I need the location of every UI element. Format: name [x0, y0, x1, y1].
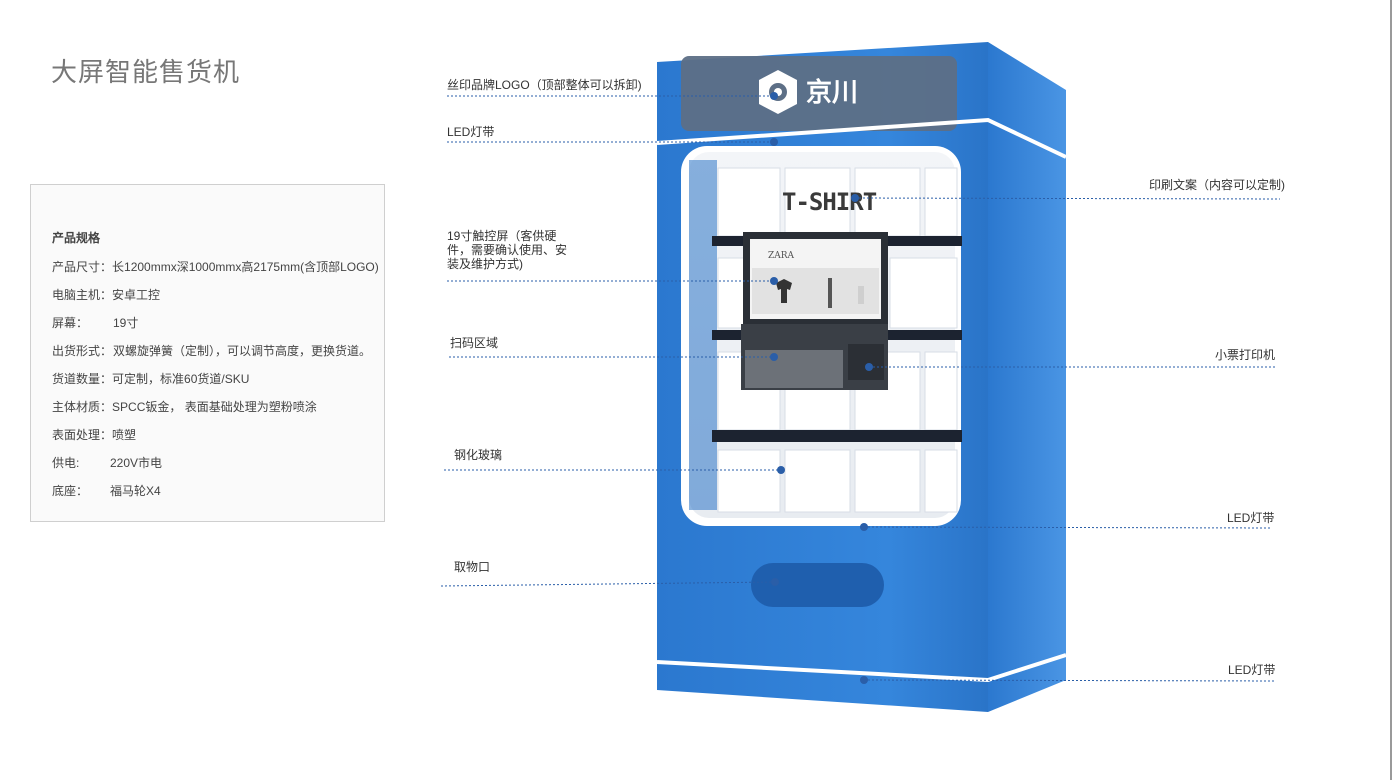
spec-value: 双螺旋弹簧（定制），可以调节高度，更换货道。 [113, 344, 372, 358]
spec-row-screen: 屏幕： 19寸 [52, 314, 138, 331]
spec-row-power: 供电: 220V市电 [52, 454, 162, 471]
callout-led-top: LED灯带 [447, 125, 495, 139]
pickup-port [751, 563, 884, 607]
callout-glass: 钢化玻璃 [454, 448, 503, 462]
callout-print: 印刷文案（内容可以定制) [1149, 178, 1285, 192]
page-title: 大屏智能售货机 [51, 57, 241, 87]
callout-touch-screen: 19寸触控屏（客供硬件，需要确认使用、安装及维护方式) [447, 229, 568, 271]
spec-row-slots: 货道数量：可定制，标准60货道/SKU [52, 370, 249, 387]
page-edge-divider [1390, 0, 1392, 780]
spec-label: 底座： [52, 484, 89, 498]
spec-label: 出货形式： [52, 344, 113, 358]
receipt-printer [848, 344, 884, 380]
spec-label: 主体材质： [52, 400, 113, 414]
callout-led-bottom: LED灯带 [1228, 663, 1276, 677]
spec-row-finish: 表面处理：喷塑 [52, 426, 136, 443]
spec-row-base: 底座： 福马轮X4 [52, 482, 161, 499]
spec-value: 220V市电 [110, 456, 163, 470]
spec-row-size: 产品尺寸：长1200mmx深1000mmx高2175mm(含顶部LOGO) [52, 258, 379, 275]
spec-row-dispense: 出货形式：双螺旋弹簧（定制），可以调节高度，更换货道。 [52, 342, 371, 359]
callout-logo: 丝印品牌LOGO（顶部整体可以拆卸) [447, 78, 642, 92]
spec-value: 可定制，标准60货道/SKU [112, 372, 250, 386]
spec-value: 喷塑 [112, 428, 137, 442]
led-strip-top [656, 117, 1067, 159]
callout-scan: 扫码区域 [450, 336, 499, 350]
spec-panel: 产品规格 产品尺寸：长1200mmx深1000mmx高2175mm(含顶部LOG… [30, 184, 385, 522]
spec-label: 货道数量： [52, 372, 113, 386]
spec-row-material: 主体材质：SPCC钣金， 表面基础处理为塑粉喷涂 [52, 398, 317, 415]
spec-value: 19寸 [113, 316, 139, 330]
spec-heading: 产品规格 [52, 231, 101, 245]
spec-label: 电脑主机： [52, 288, 113, 302]
brand-name: 京川 [806, 77, 858, 108]
spec-value: 长1200mmx深1000mmx高2175mm(含顶部LOGO) [112, 260, 379, 274]
logo-plate [681, 56, 957, 131]
screen-brand: ZARA [768, 251, 795, 261]
scan-area [745, 350, 843, 388]
led-strip-bottom [656, 653, 1067, 683]
callout-lines [440, 95, 1281, 682]
spec-label: 产品尺寸： [52, 260, 113, 274]
callout-dots [770, 92, 873, 684]
spec-label: 屏幕： [52, 316, 89, 330]
callout-led-mid: LED灯带 [1227, 511, 1275, 525]
machine-side-panel [988, 42, 1066, 712]
callout-pickup: 取物口 [454, 560, 491, 574]
spec-label: 表面处理： [52, 428, 113, 442]
spec-value: SPCC钣金， 表面基础处理为塑粉喷涂 [112, 400, 317, 414]
callout-printer: 小票打印机 [1215, 348, 1276, 362]
spec-value: 安卓工控 [112, 288, 161, 302]
tshirt-print-text: T-SHIRT [782, 188, 877, 216]
spec-value: 福马轮X4 [110, 484, 161, 498]
spec-label: 供电: [52, 456, 80, 470]
spec-row-host: 电脑主机：安卓工控 [52, 286, 160, 303]
